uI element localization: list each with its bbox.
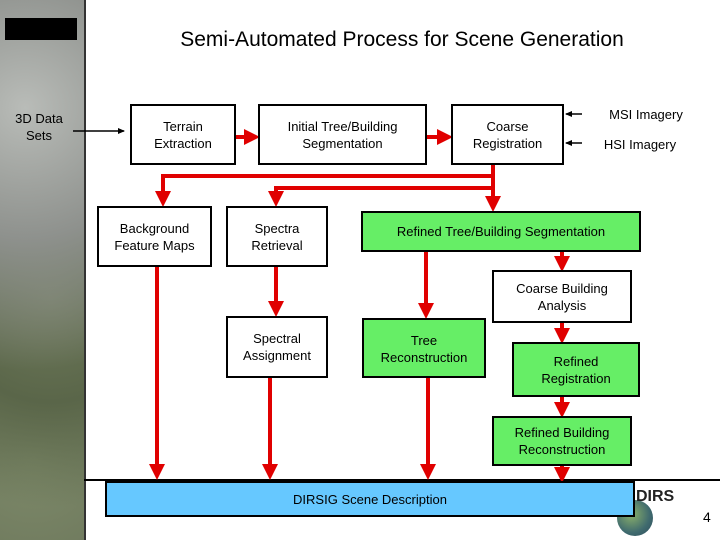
page-number: 4 [703,509,711,525]
dirs-logo: DIRS [636,488,675,505]
box-tree-reconstruction: Tree Reconstruction [362,318,486,378]
page-title: Semi-Automated Process for Scene Generat… [180,28,624,51]
redaction-block [5,18,77,40]
box-refined-registration: Refined Registration [512,342,640,397]
box-spectra-retrieval: Spectra Retrieval [226,206,328,267]
aerial-image-strip [0,0,86,540]
input-3d-data: 3D Data Sets [15,111,63,143]
box-initial-segmentation: Initial Tree/Building Segmentation [258,104,427,165]
box-coarse-building-analysis: Coarse Building Analysis [492,270,632,323]
box-spectral-assignment: Spectral Assignment [226,316,328,378]
box-dirsig-scene-description: DIRSIG Scene Description [105,481,635,517]
box-terrain-extraction: Terrain Extraction [130,104,236,165]
box-background-feature-maps: Background Feature Maps [97,206,212,267]
box-refined-segmentation: Refined Tree/Building Segmentation [361,211,641,252]
box-refined-building-reconstruction: Refined Building Reconstruction [492,416,632,466]
arrow-to-background [155,174,493,207]
input-hsi: HSI Imagery [603,137,677,152]
box-coarse-registration: Coarse Registration [451,104,564,165]
input-msi: MSI Imagery [609,107,683,122]
arrow-to-spectra [268,186,493,207]
